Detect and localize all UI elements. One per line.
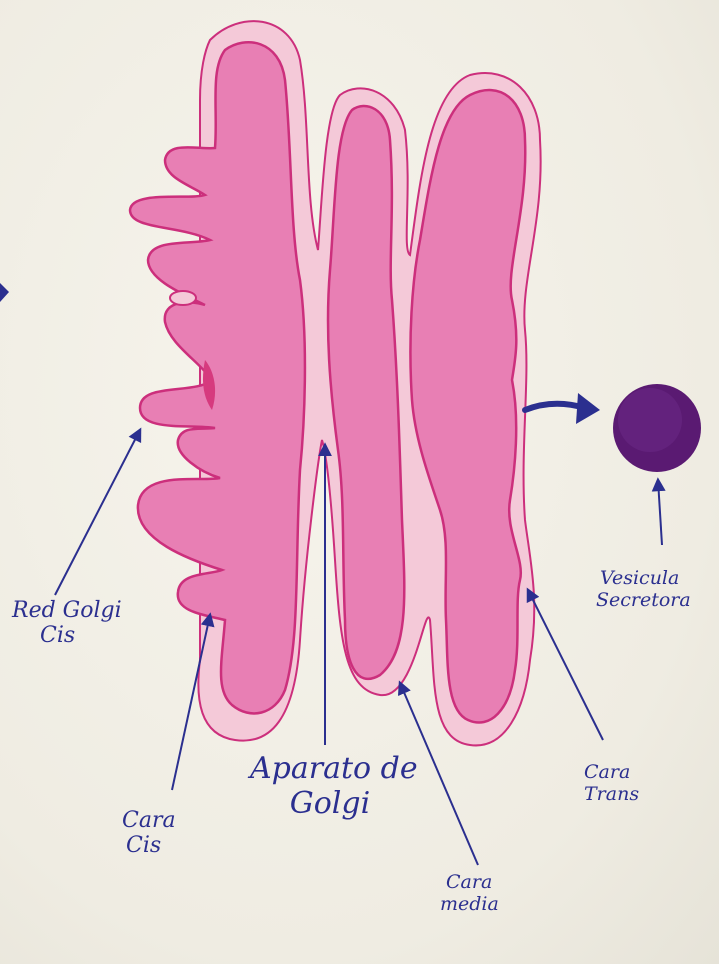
label-cara-media-line1: Cara <box>440 872 499 894</box>
label-vesicula-line2: Secretora <box>596 590 691 612</box>
label-cara-cis-line2: Cis <box>118 833 176 858</box>
label-aparato-line1: Aparato de <box>250 752 410 787</box>
label-red-golgi-cis: Red Golgi Cis <box>12 598 122 649</box>
label-cara-trans-line2: Trans <box>584 784 639 806</box>
label-cara-cis-line1: Cara <box>118 808 176 833</box>
label-cara-trans: Cara Trans <box>584 762 639 806</box>
label-cara-trans-line1: Cara <box>584 762 639 784</box>
left-edge-arrow <box>0 283 9 302</box>
label-red-golgi-cis-line2: Cis <box>12 623 122 648</box>
label-cara-media-line2: media <box>440 894 499 916</box>
export-arrowhead <box>576 393 600 424</box>
pointer-vesicula <box>658 480 662 545</box>
label-cara-media: Cara media <box>440 872 499 916</box>
cis-cisterna <box>130 42 305 713</box>
label-vesicula-secretora: Vesicula Secretora <box>596 568 691 612</box>
label-cara-cis: Cara Cis <box>118 808 176 859</box>
cis-ring-lobe <box>170 291 196 305</box>
export-arrow <box>525 404 585 410</box>
label-aparato-line2: Golgi <box>250 787 410 822</box>
pointer-cara-trans <box>528 590 603 740</box>
secretory-vesicle-shade <box>618 388 682 452</box>
label-red-golgi-cis-line1: Red Golgi <box>12 598 122 623</box>
label-vesicula-line1: Vesicula <box>596 568 691 590</box>
label-aparato-golgi: Aparato de Golgi <box>250 752 410 821</box>
pointer-red-golgi-cis <box>55 430 140 595</box>
